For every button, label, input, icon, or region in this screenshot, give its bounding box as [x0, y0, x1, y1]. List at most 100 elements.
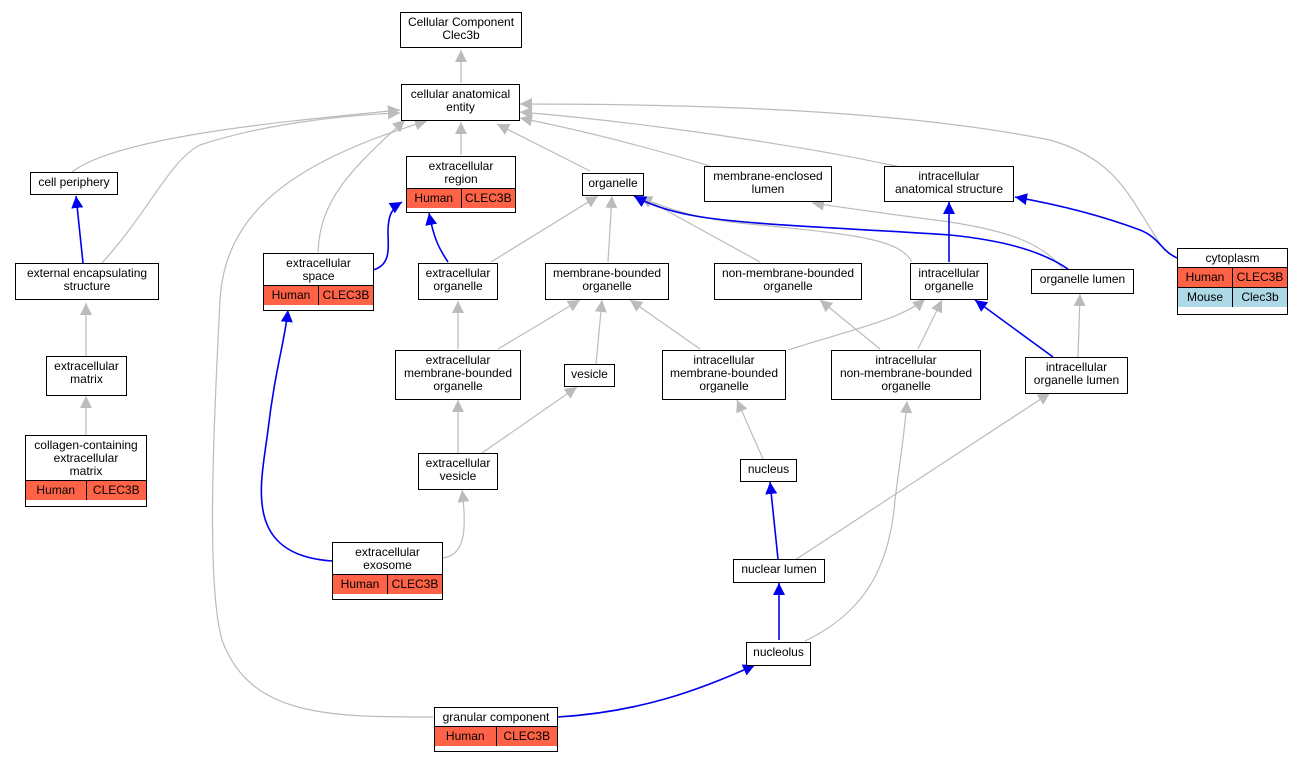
node-granular-component[interactable]: granular component Human CLEC3B	[434, 707, 558, 752]
node-label: vesicle	[571, 367, 608, 381]
edge-inmbo-io	[917, 299, 943, 350]
node-label: organelle	[588, 176, 638, 190]
edge-ev-vesicle	[481, 386, 578, 454]
node-label: non-membrane-bounded organelle	[721, 266, 855, 293]
node-extracellular-exosome[interactable]: extracellular exosome Human CLEC3B	[332, 542, 443, 600]
edge-ees-cellperiphery	[71, 195, 84, 264]
annotation-row: Human CLEC3B	[407, 188, 515, 208]
edge-vesicle-mbo	[594, 299, 607, 365]
node-external-encapsulating-structure[interactable]: external encapsulating structure	[15, 263, 159, 300]
edge-imbo-io	[787, 298, 926, 351]
node-nucleolus[interactable]: nucleolus	[746, 642, 811, 666]
gene-cell: CLEC3B	[318, 286, 373, 305]
edge-eco-organelle	[490, 195, 599, 263]
edge-gc-nucleolus	[557, 664, 756, 718]
node-intracellular-organelle[interactable]: intracellular organelle	[910, 263, 988, 300]
node-cytoplasm[interactable]: cytoplasm Human CLEC3B Mouse Clec3b	[1177, 248, 1288, 315]
node-label: membrane-bounded organelle	[552, 266, 662, 293]
edge-nucleolus-inmbo	[804, 400, 913, 642]
node-label: collagen-containing extracellular matrix	[34, 438, 138, 478]
node-label: nuclear lumen	[741, 562, 817, 576]
node-cellular-anatomical-entity[interactable]: cellular anatomical entity	[401, 84, 520, 121]
gene-cell: CLEC3B	[495, 727, 557, 746]
node-label: nucleolus	[753, 645, 804, 659]
species-cell: Human	[435, 727, 496, 746]
node-extracellular-region[interactable]: extracellular region Human CLEC3B	[406, 156, 516, 213]
edge-exosome-ecspace	[260, 309, 333, 562]
species-cell: Human	[264, 286, 318, 305]
node-extracellular-vesicle[interactable]: extracellular vesicle	[418, 453, 498, 490]
edge-mel-cae	[519, 114, 711, 167]
node-label: cell periphery	[38, 175, 110, 189]
node-intracellular-non-membrane-bounded-organelle[interactable]: intracellular non-membrane-bounded organ…	[831, 350, 981, 400]
edge-gc-cae	[211, 118, 434, 718]
edge-imbo-mbo	[629, 299, 701, 350]
node-vesicle[interactable]: vesicle	[564, 364, 615, 387]
node-nuclear-lumen[interactable]: nuclear lumen	[733, 559, 825, 583]
edge-ecmbo-mbo	[497, 299, 581, 350]
species-cell: Human	[407, 189, 461, 208]
node-label: cellular anatomical entity	[410, 87, 511, 114]
node-intracellular-membrane-bounded-organelle[interactable]: intracellular membrane-bounded organelle	[662, 350, 786, 400]
species-cell: Human	[26, 481, 86, 500]
edge-iol-io	[974, 299, 1054, 358]
node-collagen-containing-extracellular-matrix[interactable]: collagen-containing extracellular matrix…	[25, 435, 147, 507]
edge-ees-cae	[101, 107, 401, 264]
node-intracellular-anatomical-structure[interactable]: intracellular anatomical structure	[884, 166, 1014, 202]
node-extracellular-matrix[interactable]: extracellular matrix	[46, 356, 127, 396]
node-label: intracellular anatomical structure	[894, 169, 1004, 196]
node-label: intracellular membrane-bounded organelle	[669, 353, 779, 393]
edge-exosome-ev	[442, 489, 470, 559]
edge-eco-ecregion	[425, 212, 449, 263]
edge-ias-cae	[519, 107, 901, 168]
annotation-row: Human CLEC3B	[435, 726, 557, 746]
node-nucleus[interactable]: nucleus	[740, 459, 797, 482]
node-label: cytoplasm	[1205, 251, 1260, 265]
node-cellular-component-root[interactable]: Cellular Component Clec3b	[400, 12, 522, 48]
edge-cellperiphery-cae	[71, 105, 401, 173]
gene-cell: CLEC3B	[1232, 268, 1287, 287]
node-organelle[interactable]: organelle	[582, 173, 644, 196]
node-label: extracellular exosome	[355, 545, 420, 572]
node-label: intracellular non-membrane-bounded organ…	[839, 353, 973, 393]
node-label: external encapsulating structure	[26, 266, 148, 293]
node-label: organelle lumen	[1039, 272, 1126, 286]
edge-ecspace-cae	[317, 119, 406, 253]
node-label: extracellular organelle	[425, 266, 491, 293]
annotation-row: Human CLEC3B	[264, 285, 373, 305]
gene-cell: CLEC3B	[85, 481, 146, 500]
node-label: granular component	[442, 710, 550, 724]
species-cell: Human	[333, 575, 387, 594]
node-membrane-enclosed-lumen[interactable]: membrane-enclosed lumen	[704, 166, 832, 202]
edge-ol-mel	[811, 198, 1064, 270]
gene-cell: Clec3b	[1232, 288, 1287, 307]
edge-io-organelle	[639, 196, 913, 263]
edge-inmbo-nmbo	[819, 299, 881, 350]
node-extracellular-space[interactable]: extracellular space Human CLEC3B	[263, 253, 374, 311]
node-membrane-bounded-organelle[interactable]: membrane-bounded organelle	[545, 263, 669, 300]
annotation-row: Mouse Clec3b	[1178, 287, 1287, 307]
edge-nl-iol	[794, 392, 1051, 561]
edge-nucleus-imbo	[736, 399, 764, 460]
node-label: nucleus	[747, 462, 790, 476]
species-cell: Mouse	[1178, 288, 1232, 307]
annotation-row: Human CLEC3B	[26, 480, 146, 500]
edge-iol-ol	[1073, 293, 1086, 358]
node-extracellular-organelle[interactable]: extracellular organelle	[418, 263, 498, 300]
node-cell-periphery[interactable]: cell periphery	[30, 172, 118, 195]
node-extracellular-membrane-bounded-organelle[interactable]: extracellular membrane-bounded organelle	[395, 350, 521, 400]
edge-organelle-cae	[496, 123, 591, 172]
node-label: extracellular membrane-bounded organelle	[403, 353, 513, 393]
node-organelle-lumen[interactable]: organelle lumen	[1031, 269, 1134, 294]
node-label: extracellular space	[286, 256, 351, 283]
edge-mbo-organelle	[605, 195, 618, 263]
species-cell: Human	[1178, 268, 1232, 287]
edge-ecspace-ecregion	[372, 201, 403, 271]
edge-cytoplasm-ias	[1014, 193, 1178, 259]
node-label: membrane-enclosed lumen	[713, 169, 823, 196]
node-label: Cellular Component Clec3b	[407, 15, 515, 42]
gene-cell: CLEC3B	[387, 575, 442, 594]
node-non-membrane-bounded-organelle[interactable]: non-membrane-bounded organelle	[714, 263, 862, 300]
node-intracellular-organelle-lumen[interactable]: intracellular organelle lumen	[1025, 357, 1128, 394]
